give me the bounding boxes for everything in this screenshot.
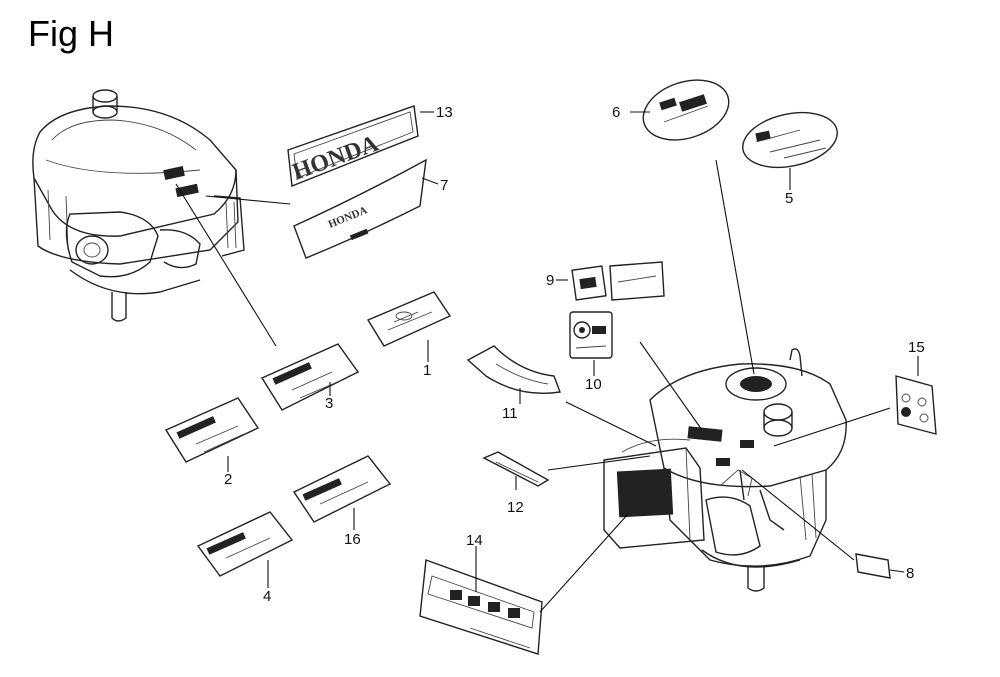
engine-right-illustration xyxy=(603,348,847,592)
decal-2-tag xyxy=(164,397,260,463)
decal-9-label xyxy=(571,261,665,301)
callout-7: 7 xyxy=(440,177,448,194)
engine-left-illustration xyxy=(32,89,245,322)
callout-12: 12 xyxy=(507,499,524,516)
callout-11: 11 xyxy=(502,405,518,422)
callout-13: 13 xyxy=(436,104,453,121)
decal-4-tag xyxy=(196,511,294,577)
callout-9: 9 xyxy=(546,272,554,289)
decal-15-plate xyxy=(895,375,937,435)
decal-12-strip xyxy=(482,451,550,487)
callout-6: 6 xyxy=(612,104,620,121)
callout-14: 14 xyxy=(466,532,483,549)
decal-3-tag xyxy=(260,343,360,411)
leader-lines xyxy=(175,111,919,613)
decal-6-oval xyxy=(642,79,730,141)
callout-16: 16 xyxy=(344,531,361,548)
callout-3: 3 xyxy=(325,395,333,412)
callout-10: 10 xyxy=(585,376,602,393)
callout-15: 15 xyxy=(908,339,925,356)
decal-14-plate xyxy=(419,559,543,655)
callout-5: 5 xyxy=(785,190,793,207)
decal-16-tag xyxy=(292,455,392,523)
callout-2: 2 xyxy=(224,471,232,488)
callout-8: 8 xyxy=(906,565,914,582)
decal-1-tag xyxy=(366,291,452,347)
callout-1: 1 xyxy=(423,362,431,379)
decal-5-oval xyxy=(742,111,838,169)
figure-title: Fig H xyxy=(28,13,114,54)
decal-11-strip xyxy=(466,345,561,394)
callout-labels: 1 2 3 4 5 6 7 8 9 10 11 12 13 14 15 16 xyxy=(224,104,925,605)
callout-4: 4 xyxy=(263,588,271,605)
decal-8-rect xyxy=(855,553,891,579)
decal-10-label xyxy=(569,311,613,359)
